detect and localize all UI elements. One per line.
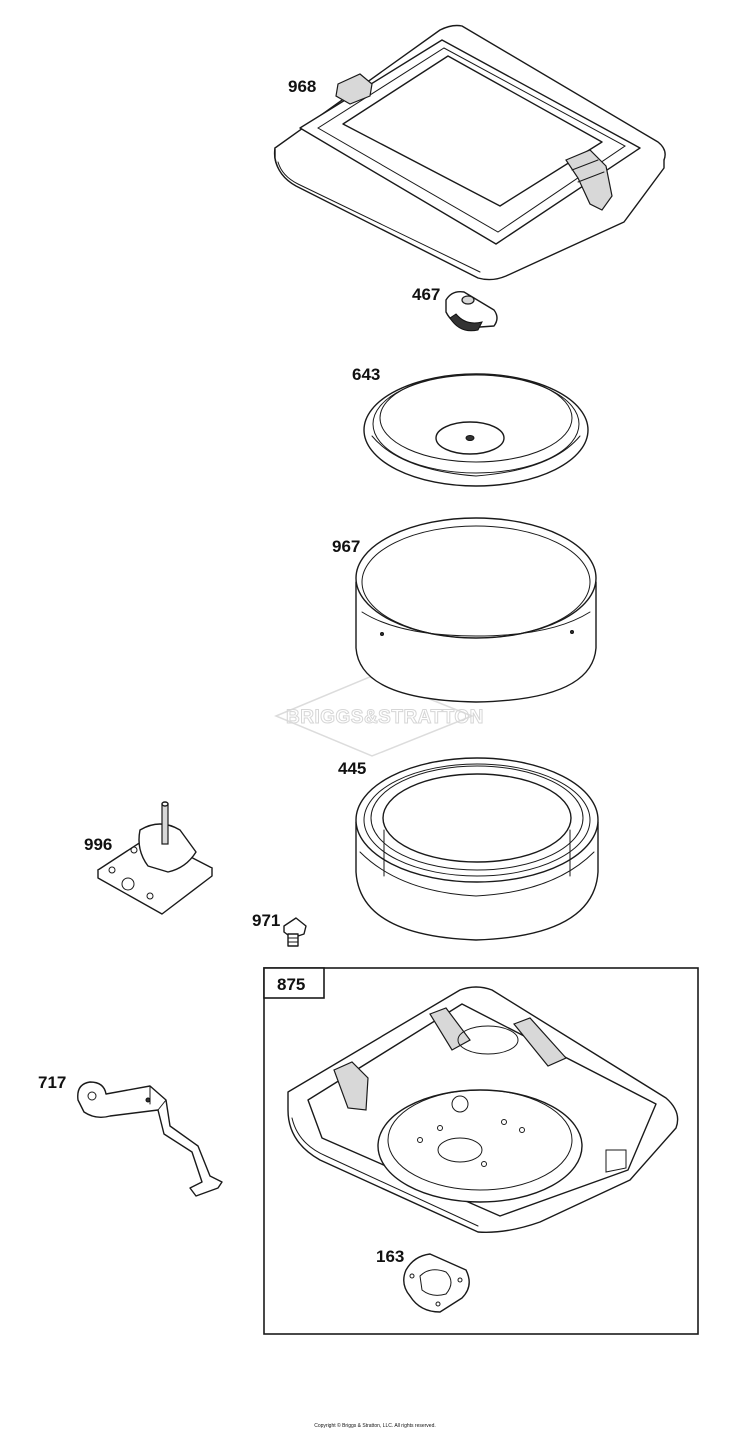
part-875-kit-box: [263, 967, 699, 1335]
label-967: 967: [332, 537, 360, 556]
part-445-air-filter[interactable]: [355, 757, 599, 941]
label-968: 968: [288, 77, 316, 96]
watermark-text: BRIGGS&STRATTON: [286, 707, 484, 728]
part-163-gasket[interactable]: [403, 1253, 470, 1313]
label-467: 467: [412, 285, 440, 304]
part-968-air-cleaner-cover[interactable]: [273, 24, 666, 281]
part-967-pre-cleaner[interactable]: [355, 517, 597, 703]
label-643: 643: [352, 365, 380, 384]
label-875: 875: [277, 975, 305, 994]
label-717: 717: [38, 1073, 66, 1092]
part-971-screw[interactable]: [283, 917, 307, 947]
label-445: 445: [338, 759, 366, 778]
part-717-bracket[interactable]: [77, 1081, 223, 1197]
part-467-knob[interactable]: [445, 290, 498, 332]
label-996: 996: [84, 835, 112, 854]
label-163: 163: [376, 1247, 404, 1266]
copyright-text: Copyright © Briggs & Stratton, LLC. All …: [314, 1422, 436, 1429]
watermark: BRIGGS&STRATTON: [274, 675, 484, 757]
label-971: 971: [252, 911, 280, 930]
part-996-breather[interactable]: [97, 801, 213, 915]
part-643-dish[interactable]: [363, 373, 589, 487]
part-875-base[interactable]: [287, 986, 679, 1233]
